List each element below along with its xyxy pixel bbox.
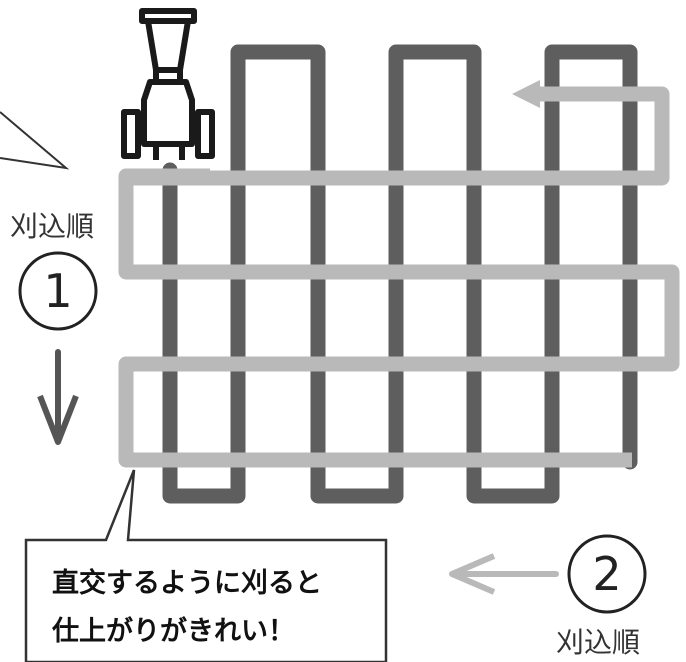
top-callout-pointer: [0, 111, 70, 170]
second-pass-path: [118, 168, 680, 468]
second-pass-arrowhead: [512, 80, 540, 108]
second-pass-path-top: [130, 86, 670, 186]
order-label-2: 刈込順: [556, 626, 640, 659]
arrow-down-icon: [37, 349, 79, 445]
order-number-1: 1: [43, 264, 72, 318]
lawn-mower-icon: [121, 8, 215, 160]
order-label-1: 刈込順: [10, 210, 94, 243]
arrow-left-icon: [449, 553, 559, 595]
order-number-circle-1: [18, 251, 98, 331]
order-number-2: 2: [592, 547, 621, 601]
callout-line-2: 仕上がりがきれい！: [51, 615, 295, 647]
order-number-circle-2: [567, 534, 647, 614]
tip-callout: 直交するように刈ると 仕上がりがきれい！: [24, 469, 388, 662]
callout-line-1: 直交するように刈ると: [52, 567, 322, 599]
